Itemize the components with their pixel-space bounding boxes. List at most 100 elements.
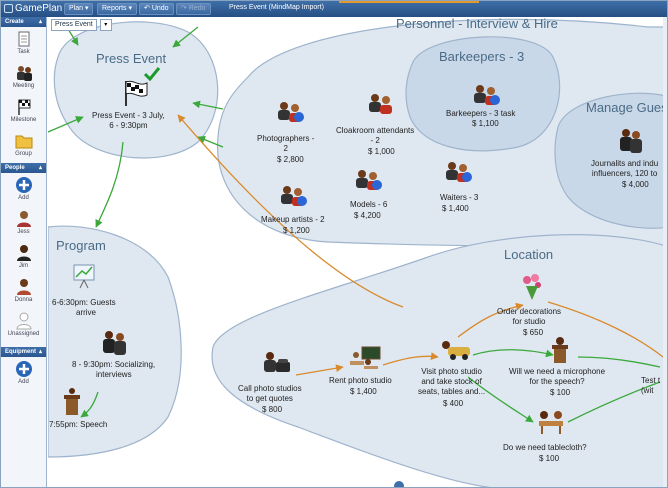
press-event-title[interactable]: Press Event bbox=[96, 51, 167, 66]
left-palette: Create▴ Task Meeting Milestone Group Peo… bbox=[1, 17, 47, 487]
breadcrumb-press-event[interactable]: Press Event bbox=[51, 19, 97, 31]
team-people-icon[interactable] bbox=[471, 82, 501, 110]
title-accent-strip bbox=[339, 1, 479, 3]
tablecloth-label: Do we need tablecloth? bbox=[503, 443, 587, 452]
program-item-socializing-line2: interviews bbox=[96, 370, 132, 379]
arrow-personnel-to-press bbox=[192, 100, 224, 110]
meeting-people-icon[interactable] bbox=[618, 127, 644, 155]
models-label: Models - 6 bbox=[350, 200, 388, 209]
redo-button[interactable]: ↷ Redo bbox=[176, 3, 211, 15]
pan-handle-icon[interactable] bbox=[394, 481, 404, 487]
create-meeting-tool[interactable]: Meeting bbox=[1, 61, 46, 95]
person-unassigned[interactable]: Unassigned bbox=[1, 309, 46, 343]
classroom-icon[interactable] bbox=[348, 345, 382, 371]
meeting-people-icon[interactable] bbox=[100, 329, 130, 357]
chevron-down-icon: ▾ bbox=[104, 22, 108, 28]
microphone-label-line1: Will we need a microphone bbox=[509, 367, 606, 376]
create-section-header[interactable]: Create▴ bbox=[1, 17, 46, 27]
reports-menu-label: Reports bbox=[102, 5, 127, 12]
press-event-caption-line1: Press Event - 3 July, bbox=[92, 111, 165, 120]
cloakroom-label-line2: - 2 bbox=[370, 136, 380, 145]
undo-label: Undo bbox=[151, 5, 169, 12]
decorations-price: $ 650 bbox=[523, 328, 544, 337]
car-visit-icon[interactable] bbox=[438, 339, 472, 361]
flowers-icon[interactable] bbox=[518, 272, 546, 302]
podium-icon[interactable] bbox=[62, 387, 82, 417]
group-tool-label: Group bbox=[15, 151, 32, 157]
top-toolbar: GamePlan Plan ▾ Reports ▾ ↶ Undo ↷ Redo … bbox=[1, 1, 667, 17]
person-donna[interactable]: Donna bbox=[1, 275, 46, 309]
create-task-tool[interactable]: Task bbox=[1, 27, 46, 61]
team-people-icon[interactable] bbox=[353, 167, 383, 195]
program-item-socializing: 8 - 9:30pm: Socializing,interviews bbox=[72, 360, 155, 380]
arrow-location-to-press bbox=[177, 114, 404, 308]
mindmap-canvas[interactable]: Press Event Press Event - 3 July,6 - 9:3… bbox=[48, 17, 668, 487]
manage-guests-group-title[interactable]: Manage Gues bbox=[586, 100, 668, 115]
call-studios-label-line2: to get quotes bbox=[246, 394, 293, 403]
cloakroom-price: $ 1,000 bbox=[368, 147, 395, 156]
milestone-tool-label: Milestone bbox=[10, 117, 37, 123]
add-person-tool[interactable]: Add bbox=[1, 173, 46, 207]
create-group-tool[interactable]: Group bbox=[1, 129, 46, 163]
cloakroom-label-line1: Cloakroom attendants bbox=[336, 126, 415, 135]
breadcrumb: Press Event ▾ bbox=[51, 19, 112, 31]
barkeepers-group-title[interactable]: Barkeepers - 3 bbox=[439, 49, 525, 64]
barkeepers-task-label: Barkeepers - 3 task bbox=[446, 109, 516, 118]
telephone-icon[interactable] bbox=[262, 350, 292, 376]
people-section-header[interactable]: People▴ bbox=[1, 163, 46, 173]
dining-table-icon[interactable] bbox=[536, 409, 566, 435]
program-item-speech: 7:55pm: Speech bbox=[49, 420, 108, 429]
rent-studio-price: $ 1,400 bbox=[350, 387, 377, 396]
personnel-group-title[interactable]: Personnel - Interview & Hire bbox=[396, 17, 558, 31]
person-avatar-icon bbox=[16, 245, 31, 261]
program-group-title[interactable]: Program bbox=[56, 238, 106, 253]
team-people-icon[interactable] bbox=[443, 159, 473, 187]
program-item-guests-line1: 6-6:30pm: Guests bbox=[52, 298, 116, 307]
app-brand: GamePlan bbox=[4, 3, 62, 14]
program-item-guests-line2: arrive bbox=[76, 308, 97, 317]
team-people-icon[interactable] bbox=[275, 99, 305, 127]
undo-icon: ↶ bbox=[144, 5, 150, 12]
folder-icon bbox=[15, 135, 32, 149]
barkeepers-price: $ 1,100 bbox=[472, 119, 499, 128]
person-jess-label: Jess bbox=[17, 229, 30, 235]
meeting-icon bbox=[16, 66, 32, 81]
task-icon bbox=[18, 31, 29, 47]
arrow-press-to-program bbox=[95, 141, 124, 228]
checkered-flag-icon bbox=[17, 99, 30, 115]
call-studios-price: $ 800 bbox=[262, 405, 283, 414]
plan-menu-button[interactable]: Plan ▾ bbox=[64, 3, 94, 15]
presentation-board-icon[interactable] bbox=[72, 262, 100, 290]
manage-guests-caption-line2: influencers, 120 to bbox=[591, 169, 658, 178]
vertical-scrollbar[interactable] bbox=[663, 17, 667, 487]
manage-guests-group-shape[interactable] bbox=[554, 92, 668, 229]
team-people-icon[interactable] bbox=[366, 91, 396, 119]
photographers-price: $ 2,800 bbox=[277, 155, 304, 164]
arrow-tablecloth-to-test bbox=[567, 381, 661, 423]
person-jess[interactable]: Jess bbox=[1, 207, 46, 241]
equipment-section-header[interactable]: Equipment▴ bbox=[1, 347, 46, 357]
manage-guests-price: $ 4,000 bbox=[622, 180, 649, 189]
reports-menu-button[interactable]: Reports ▾ bbox=[97, 3, 137, 15]
person-jim[interactable]: Jim bbox=[1, 241, 46, 275]
redo-label: Redo bbox=[188, 5, 206, 12]
podium-icon[interactable] bbox=[548, 335, 572, 365]
breadcrumb-dropdown-button[interactable]: ▾ bbox=[99, 19, 112, 31]
tablecloth-price: $ 100 bbox=[539, 454, 560, 463]
cloakroom-label: Cloakroom attendants- 2 bbox=[336, 126, 414, 146]
create-milestone-tool[interactable]: Milestone bbox=[1, 95, 46, 129]
add-equipment-tool[interactable]: Add bbox=[1, 357, 46, 391]
meeting-tool-label: Meeting bbox=[12, 83, 35, 89]
team-people-icon[interactable] bbox=[278, 183, 308, 211]
call-studios-label-line1: Call photo studios bbox=[238, 384, 302, 393]
location-group-title[interactable]: Location bbox=[504, 247, 554, 262]
photographers-label-line2: 2 bbox=[283, 144, 288, 153]
checkered-flag-icon[interactable] bbox=[121, 79, 149, 107]
undo-button[interactable]: ↶ Undo bbox=[139, 3, 174, 15]
arrow-left-to-press bbox=[48, 116, 84, 133]
